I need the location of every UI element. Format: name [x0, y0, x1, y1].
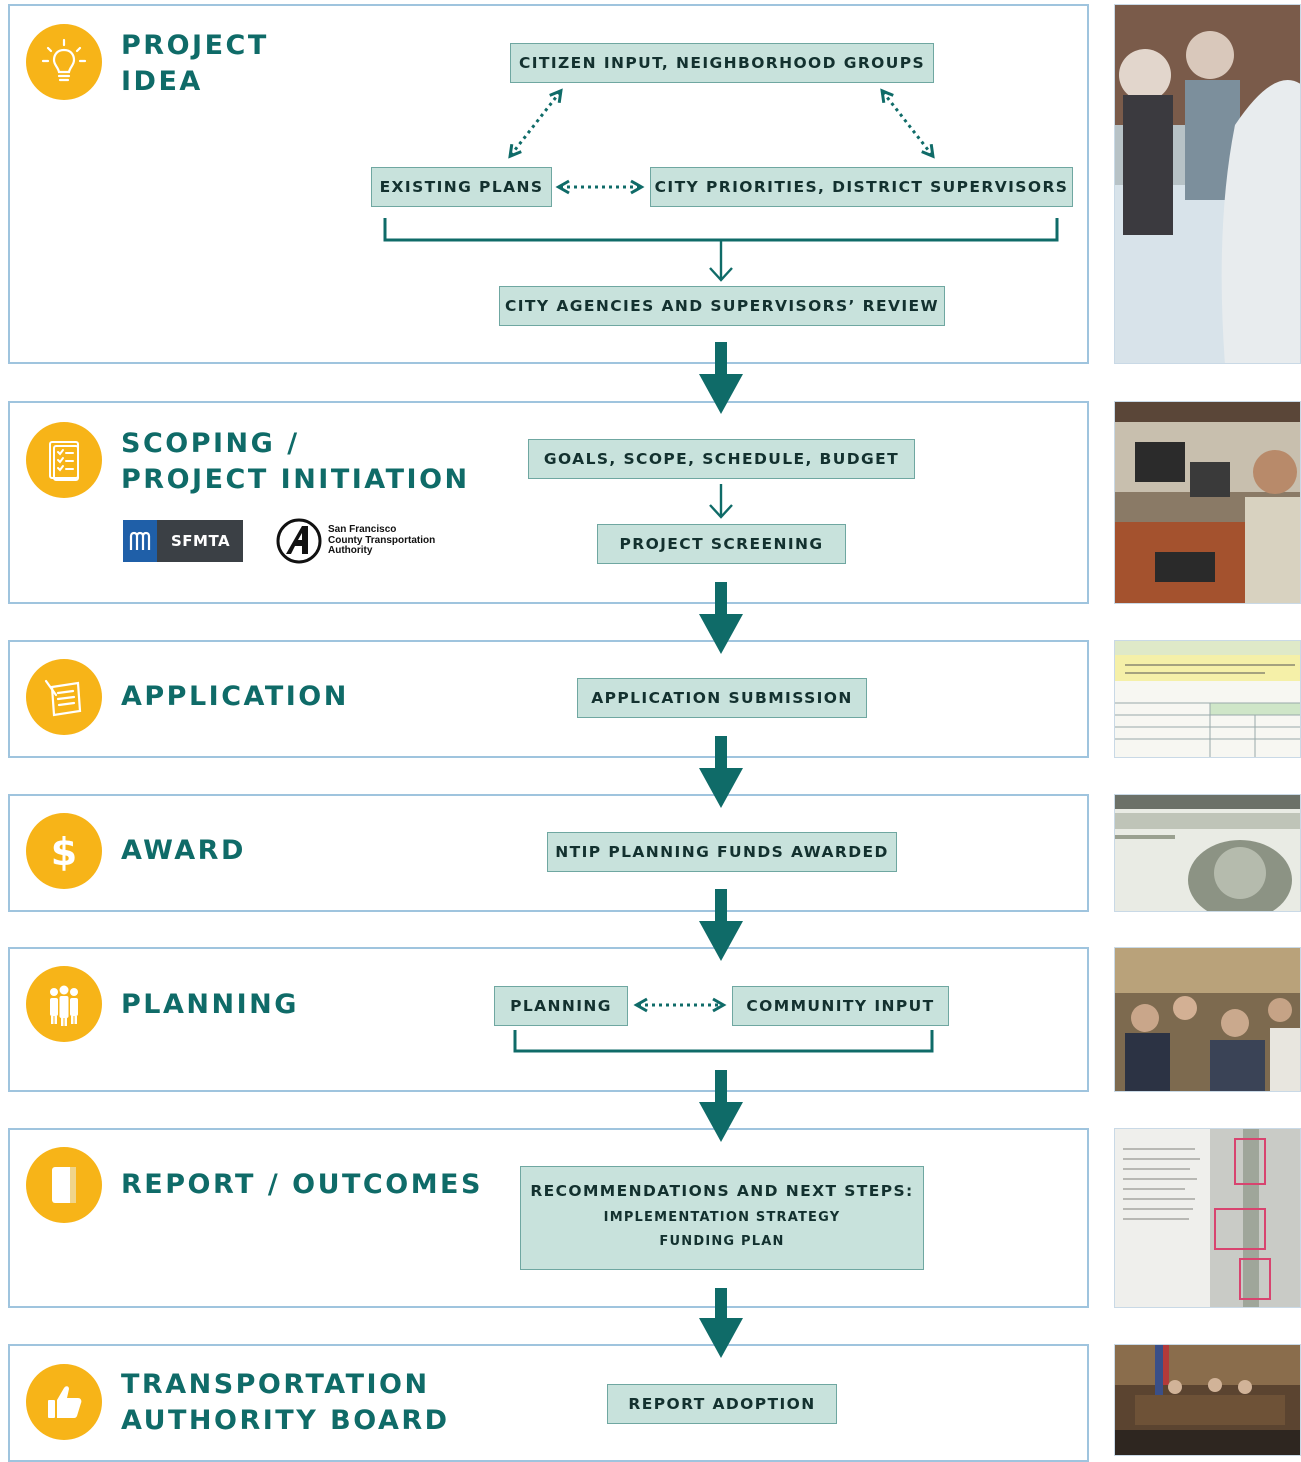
stage-arrow — [699, 582, 743, 654]
photo-report-map — [1114, 1128, 1301, 1308]
box-community-input: COMMUNITY INPUT — [732, 986, 949, 1026]
photo-board-chamber — [1114, 1344, 1301, 1456]
stage-title-report: REPORT / OUTCOMES — [121, 1167, 483, 1203]
box-planning: PLANNING — [494, 986, 628, 1026]
box-report-adoption: REPORT ADOPTION — [607, 1384, 837, 1424]
photo-office-workstation — [1114, 401, 1301, 604]
sfcta-logo-line: San Francisco — [328, 524, 397, 536]
application-form-icon — [26, 659, 102, 735]
box-application-submission: APPLICATION SUBMISSION — [577, 678, 867, 718]
stage-title-line: PROJECT INITIATION — [121, 464, 470, 495]
box-goals-scope: GOALS, SCOPE, SCHEDULE, BUDGET — [528, 439, 915, 479]
stage-arrow — [699, 1070, 743, 1142]
sfcta-logo-line: Authority — [328, 545, 373, 557]
stage-title-line: PLANNING — [121, 989, 299, 1020]
recommendation-item: FUNDING PLAN — [659, 1234, 785, 1249]
dollar-icon: $ — [26, 813, 102, 889]
stage-title-application: APPLICATION — [121, 679, 349, 715]
thumbs-up-icon — [26, 1364, 102, 1440]
stage-title-board: TRANSPORTATION AUTHORITY BOARD — [121, 1367, 450, 1439]
photo-public-meeting — [1114, 947, 1301, 1092]
svg-text:$: $ — [51, 830, 77, 874]
photo-dollar-bill — [1114, 794, 1301, 912]
stage-title-line: APPLICATION — [121, 681, 349, 712]
merge-bracket-idea — [383, 218, 1059, 242]
stage-title-project-idea: PROJECT IDEA — [121, 28, 269, 100]
stage-panel-application — [8, 640, 1089, 758]
dotted-arrow-citizen-priorities — [880, 88, 935, 159]
dotted-arrow-citizen-existing — [508, 88, 563, 159]
box-existing-plans: EXISTING PLANS — [371, 167, 552, 207]
stage-panel-scoping — [8, 401, 1089, 604]
stage-title-line: AWARD — [121, 835, 246, 866]
box-funds-awarded: NTIP PLANNING FUNDS AWARDED — [547, 832, 897, 872]
checklist-icon — [26, 422, 102, 498]
stage-title-line: SCOPING / — [121, 428, 300, 459]
recommendations-heading: RECOMMENDATIONS AND NEXT STEPS: — [530, 1182, 914, 1200]
stage-title-line: PROJECT — [121, 30, 269, 61]
sfcta-mark-icon — [276, 518, 322, 564]
lightbulb-icon — [26, 24, 102, 100]
stage-title-line: REPORT / OUTCOMES — [121, 1169, 483, 1200]
stage-arrow — [699, 1288, 743, 1358]
stage-arrow — [699, 342, 743, 414]
box-agency-review: CITY AGENCIES AND SUPERVISORS’ REVIEW — [499, 286, 945, 326]
stage-title-planning: PLANNING — [121, 987, 299, 1023]
sfcta-logo-line: County Transportation — [328, 534, 436, 546]
box-citizen-input: CITIZEN INPUT, NEIGHBORHOOD GROUPS — [510, 43, 934, 83]
sfmta-logo-text: SFMTA — [171, 532, 231, 550]
box-recommendations: RECOMMENDATIONS AND NEXT STEPS: IMPLEMEN… — [520, 1166, 924, 1270]
box-city-priorities: CITY PRIORITIES, DISTRICT SUPERVISORS — [650, 167, 1073, 207]
report-book-icon — [26, 1147, 102, 1223]
stage-title-scoping: SCOPING / PROJECT INITIATION — [121, 426, 470, 498]
sfcta-logo: San Francisco County Transportation Auth… — [276, 518, 435, 564]
sfmta-logo: SFMTA — [123, 520, 243, 562]
sfmta-mark-icon — [123, 520, 157, 562]
thin-arrow-to-review — [709, 240, 733, 282]
recommendation-item: IMPLEMENTATION STRATEGY — [603, 1210, 841, 1225]
stage-title-line: AUTHORITY BOARD — [121, 1405, 450, 1436]
thin-arrow-to-screening — [709, 484, 733, 519]
stage-title-line: IDEA — [121, 66, 203, 97]
people-icon — [26, 966, 102, 1042]
stage-panel-board — [8, 1344, 1089, 1462]
stage-arrow — [699, 889, 743, 961]
stage-arrow — [699, 736, 743, 808]
photo-community-meeting — [1114, 4, 1301, 364]
stage-title-line: TRANSPORTATION — [121, 1369, 430, 1400]
box-project-screening: PROJECT SCREENING — [597, 524, 846, 564]
photo-application-form — [1114, 640, 1301, 758]
stage-title-award: AWARD — [121, 833, 246, 869]
merge-bracket-planning — [513, 1030, 934, 1053]
